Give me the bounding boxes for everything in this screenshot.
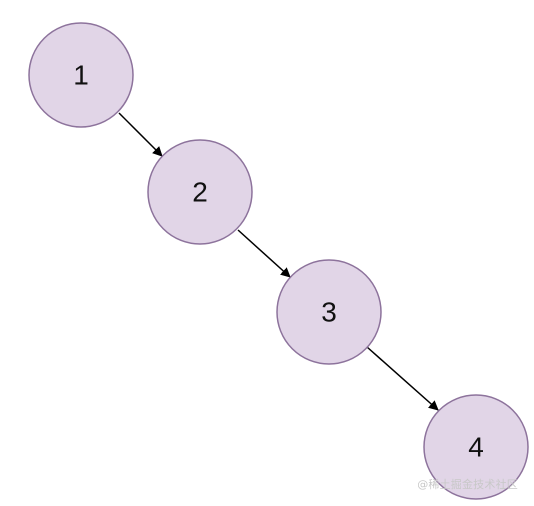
node-4-label: 4 [468,432,484,463]
node-2: 2 [147,139,253,245]
node-4: 4 [423,394,529,500]
node-4-circle [423,394,529,500]
node-3-circle [276,259,382,365]
node-1-circle [28,22,134,128]
node-1: 1 [28,22,134,128]
node-3: 3 [276,259,382,365]
node-2-label: 2 [192,177,208,208]
node-1-label: 1 [73,60,89,91]
edge-3-to-4 [366,346,439,411]
node-3-label: 3 [321,297,337,328]
watermark-text: @稀土掘金技术社区 [417,478,518,491]
edge-2-to-3 [237,229,291,278]
node-2-circle [147,139,253,245]
edge-1-to-2 [118,112,163,157]
